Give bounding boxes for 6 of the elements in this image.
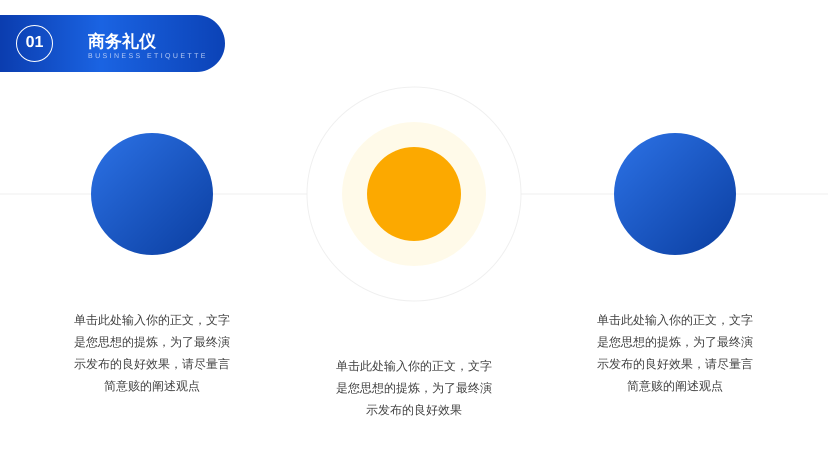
body-text: 单击此处输入你的正文，文字是您思想的提炼，为了最终演示发布的良好效果，请尽量言简意赅的阐述观点 bbox=[73, 312, 231, 395]
section-title: 商务礼仪 bbox=[88, 32, 156, 52]
body-text: 单击此处输入你的正文，文字是您思想的提炼，为了最终演示发布的良好效果 bbox=[335, 358, 493, 419]
number-badge: 01 bbox=[16, 25, 53, 62]
header-banner bbox=[0, 15, 225, 72]
body-text: 单击此处输入你的正文，文字是您思想的提炼，为了最终演示发布的良好效果，请尽量言简意赅的阐述观点 bbox=[596, 312, 754, 395]
